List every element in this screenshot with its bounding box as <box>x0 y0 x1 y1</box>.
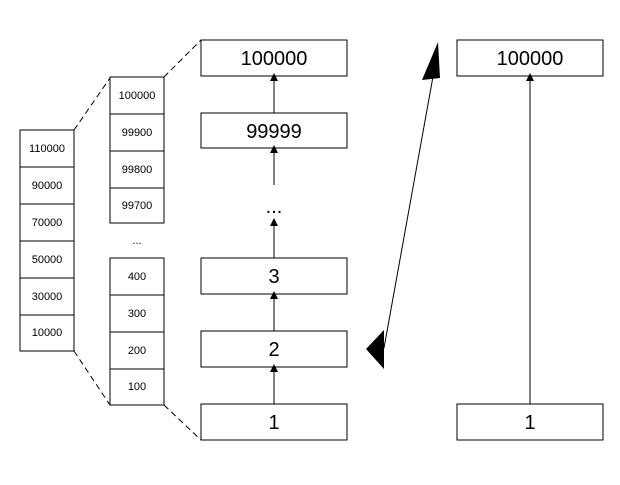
outer-index-column: 110000 90000 70000 50000 30000 10000 <box>19 129 75 352</box>
chain-node-label: 100000 <box>241 48 308 70</box>
right-node-label: 1 <box>524 412 535 434</box>
long-link-arrowhead-top <box>422 42 440 80</box>
chain-ellipsis: ... <box>266 196 283 218</box>
middle-cell-label: 100000 <box>119 90 156 102</box>
chain-node-label: 1 <box>268 412 279 434</box>
middle-index-column: 100000 99900 99800 99700 ... 400 300 200… <box>109 76 165 406</box>
middle-cell-label: 100 <box>128 381 146 393</box>
chain-node-label: 2 <box>268 339 279 361</box>
outer-cell-label: 110000 <box>29 143 65 155</box>
middle-cell-label: 99700 <box>122 200 153 212</box>
chain-node-fourth <box>200 330 348 368</box>
middle-cell-label: 200 <box>128 345 146 357</box>
left-chain: 100000 99999 ... 3 2 1 <box>200 39 348 441</box>
outer-cell <box>19 129 75 168</box>
right-node-bottom <box>456 403 604 441</box>
middle-cell <box>109 113 165 152</box>
right-node-label: 100000 <box>497 48 564 70</box>
outer-cell-label: 90000 <box>32 180 63 192</box>
chain-node-bottom <box>200 403 348 441</box>
chain-node-label: 3 <box>268 266 279 288</box>
middle-cell <box>109 368 165 406</box>
right-node-top <box>456 39 604 77</box>
long-link-arrowhead-bottom <box>366 330 384 369</box>
zoom-line-middle-bottom <box>163 404 202 441</box>
middle-cell <box>109 187 165 224</box>
outer-cell <box>19 240 75 279</box>
middle-ellipsis: ... <box>132 235 141 247</box>
outer-cell-label: 70000 <box>32 217 63 229</box>
outer-cell-label: 30000 <box>32 291 63 303</box>
outer-cell-label: 10000 <box>32 327 63 339</box>
outer-cell <box>19 314 75 352</box>
zoom-line-outer-bottom <box>73 350 111 406</box>
middle-cell-label: 300 <box>128 308 146 320</box>
middle-cell-label: 400 <box>128 271 146 283</box>
outer-cell-label: 50000 <box>32 254 63 266</box>
long-link-line <box>383 59 437 349</box>
outer-cell <box>19 166 75 205</box>
middle-cell <box>109 294 165 333</box>
middle-cell <box>109 257 165 296</box>
zoom-line-outer-top <box>73 77 111 131</box>
middle-cell-label: 99800 <box>122 164 153 176</box>
middle-cell-label: 99900 <box>122 127 153 139</box>
chain-node-third <box>200 257 348 295</box>
right-chain: 100000 1 <box>456 39 604 441</box>
chain-node-label: 99999 <box>246 121 302 143</box>
zoom-line-middle-top <box>163 39 202 78</box>
